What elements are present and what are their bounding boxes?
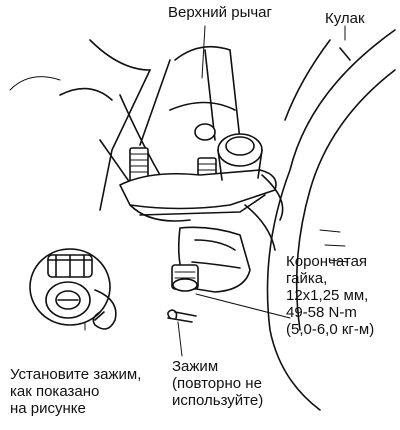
clip-label-line3: используйте) bbox=[172, 392, 264, 409]
clip-drawing bbox=[167, 309, 197, 323]
nut-label-line1: Корончатая bbox=[286, 253, 368, 270]
knuckle-drawing bbox=[244, 29, 396, 411]
leader-lines bbox=[84, 25, 346, 357]
nut-label-line5: (5,0-6,0 кг-м) bbox=[286, 321, 375, 338]
nut-label: Корончатая гайка, 12x1,25 мм, 49-58 N-m … bbox=[286, 253, 374, 338]
background-hatching bbox=[9, 76, 349, 263]
ball-joint-housing bbox=[119, 123, 277, 222]
install-clip-label: Установите зажим, как показано на рисунк… bbox=[10, 366, 141, 417]
clip-label: Зажим (повторно не используйте) bbox=[172, 358, 263, 409]
nut-label-line4: 49-58 N-m bbox=[286, 304, 357, 321]
upper-arm-label: Верхний рычаг bbox=[168, 4, 272, 21]
clip-label-line2: (повторно не bbox=[172, 375, 262, 392]
knuckle-label: Кулак bbox=[325, 10, 365, 27]
clip-label-line1: Зажим bbox=[172, 358, 219, 375]
nut-label-line2: гайка, bbox=[286, 270, 328, 287]
install-clip-line2: как показано bbox=[10, 383, 100, 400]
lower-knuckle-body bbox=[171, 226, 251, 293]
nut-label-line3: 12x1,25 мм, bbox=[286, 287, 369, 304]
castle-nut-inset bbox=[29, 248, 117, 330]
install-clip-line3: на рисунке bbox=[10, 400, 86, 417]
install-clip-line1: Установите зажим, bbox=[10, 366, 142, 383]
